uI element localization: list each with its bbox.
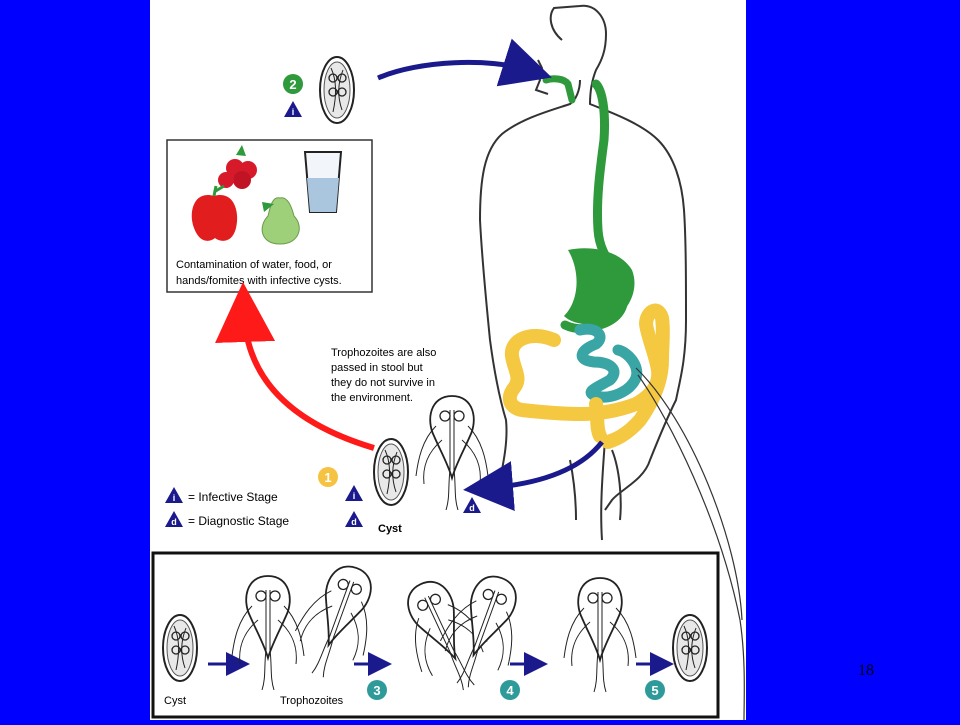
infective-stage-icon (345, 485, 363, 501)
stage-1-number: 1 (324, 470, 331, 485)
stage-2-number: 2 (289, 77, 296, 92)
stage-3-number: 3 (373, 683, 380, 698)
diagnostic-stage-icon (345, 511, 363, 527)
legend-infective-symbol: i (173, 493, 176, 503)
stage-5-marker: 5 (645, 680, 665, 700)
legend-diagnostic-symbol: d (171, 517, 177, 527)
contamination-box: Contamination of water, food, or hands/f… (166, 139, 373, 293)
legend-infective-label: = Infective Stage (188, 490, 278, 504)
stage-2-marker: 2 (283, 74, 303, 117)
contamination-return-arrow (215, 282, 375, 451)
cyst-icon (162, 614, 198, 682)
pear-icon (261, 197, 300, 245)
water-glass-icon (303, 151, 343, 213)
legend-infective: i = Infective Stage (165, 487, 278, 504)
infective-stage-icon (284, 101, 302, 117)
stage-4-marker: 4 (500, 680, 520, 700)
stage-5-number: 5 (651, 683, 658, 698)
cyst-label: Cyst (378, 523, 402, 535)
trophozoite-note-line1: Trophozoites are also (331, 347, 436, 359)
diagnostic-stage-icon (463, 497, 481, 513)
apple-icon (191, 184, 238, 241)
legend-diagnostic-label: = Diagnostic Stage (188, 514, 289, 528)
stage-3-marker: 3 (367, 680, 387, 700)
trophozoite-note-line4: the environment. (331, 392, 413, 404)
bottom-trophozoites-label: Trophozoites (280, 695, 344, 707)
legend: i = Infective Stage d = Diagnostic Stage (165, 487, 289, 528)
contamination-text-line2: hands/fomites with infective cysts. (176, 275, 342, 287)
trophozoite-note: Trophozoites are also passed in stool bu… (331, 347, 436, 404)
bottom-cyst-label: Cyst (164, 695, 186, 707)
stage-1-marker: 1 (318, 467, 338, 487)
cyst-icon (373, 438, 409, 506)
diagram-panel: i d (150, 0, 746, 721)
excretion-arrow (463, 440, 604, 512)
stage-4-number: 4 (506, 683, 514, 698)
gi-tract (502, 75, 745, 721)
trophozoite-note-line2: passed in stool but (331, 362, 423, 374)
raspberry-icon (218, 145, 257, 189)
ingestion-arrow (377, 38, 552, 87)
trophozoite-icon (415, 395, 489, 511)
cyst-icon (672, 614, 708, 682)
giardia-life-cycle-diagram: i d (151, 4, 745, 721)
page-number: 18 (858, 662, 874, 679)
legend-diagnostic: d = Diagnostic Stage (165, 511, 289, 528)
trophozoite-note-line3: they do not survive in (331, 377, 435, 389)
cyst-icon (319, 56, 355, 124)
contamination-text-line1: Contamination of water, food, or (176, 259, 332, 271)
development-panel: Cyst Trophozoites 3 4 (151, 551, 720, 719)
